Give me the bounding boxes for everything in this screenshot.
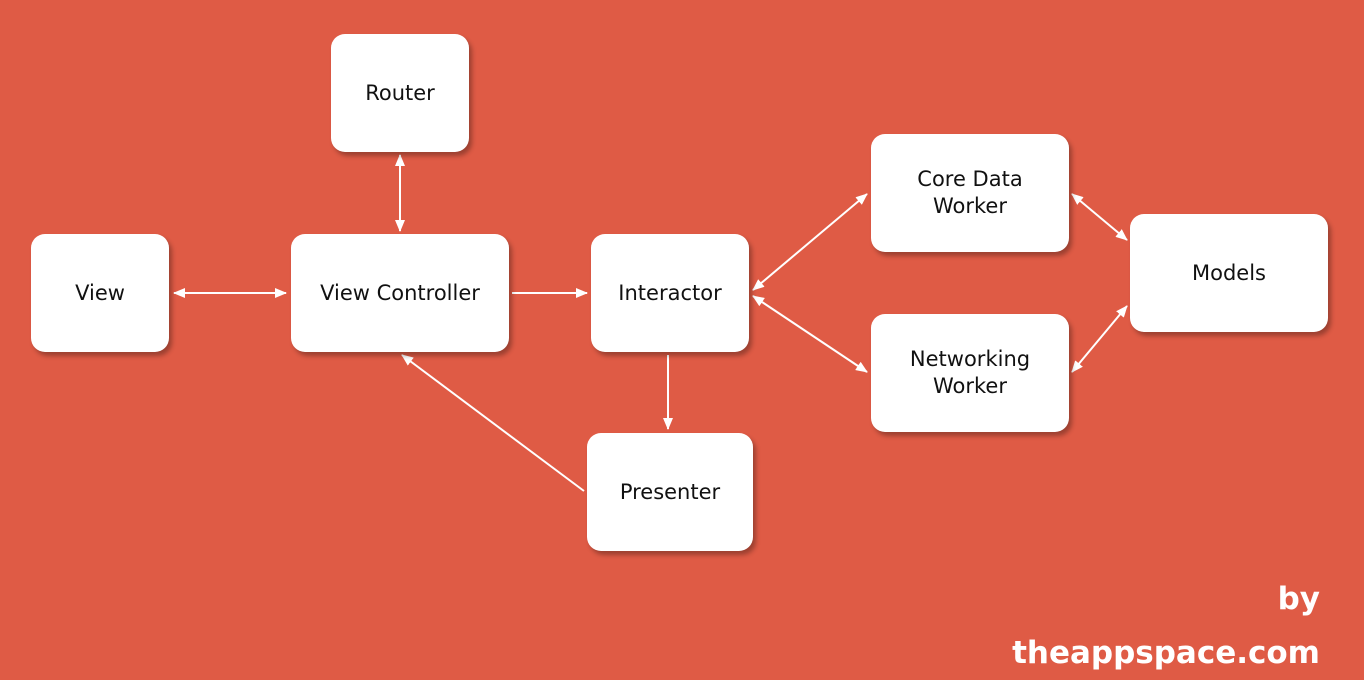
arrow-interactor-to-networking-worker (752, 295, 868, 373)
networking-worker-node[interactable]: Networking Worker (871, 314, 1069, 432)
core-data-worker-node[interactable]: Core Data Worker (871, 134, 1069, 252)
connections-layer (173, 154, 1128, 492)
arrow-networking-worker-to-models (1071, 305, 1128, 373)
view-label: View (75, 280, 125, 305)
view-controller-node[interactable]: View Controller (291, 234, 509, 352)
networking-worker-label: Networking Worker (909, 347, 1031, 398)
router-node[interactable]: Router (331, 34, 469, 152)
watermark-text: by theappspace.com (1012, 581, 1320, 671)
presenter-node[interactable]: Presenter (587, 433, 753, 551)
interactor-label: Interactor (618, 280, 722, 305)
presenter-label: Presenter (619, 479, 721, 504)
arrow-interactor-to-core-data-worker (752, 193, 868, 291)
arrow-presenter-to-view-controller (401, 354, 585, 492)
router-label: Router (365, 80, 435, 105)
core-data-worker-label: Core Data Worker (917, 167, 1023, 218)
interactor-node[interactable]: Interactor (591, 234, 749, 352)
view-node[interactable]: View (31, 234, 169, 352)
models-label: Models (1192, 260, 1266, 285)
view-controller-label: View Controller (320, 280, 480, 305)
models-node[interactable]: Models (1130, 214, 1328, 332)
arrow-core-data-worker-to-models (1071, 193, 1128, 241)
